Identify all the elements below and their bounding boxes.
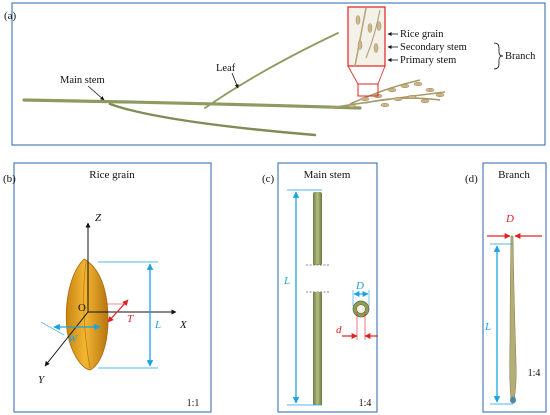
panel-b-frame bbox=[13, 162, 212, 413]
origin-label: O bbox=[78, 302, 86, 314]
leaf-shape bbox=[204, 32, 339, 109]
grain-body bbox=[65, 258, 109, 371]
panel-c-title: Main stem bbox=[304, 169, 351, 181]
rice-grain-image bbox=[65, 258, 109, 371]
grain-length-label: L bbox=[154, 319, 161, 331]
zoom-inset bbox=[347, 6, 386, 67]
panel-a-tag: (a) bbox=[4, 10, 17, 22]
zoom-line-right bbox=[377, 65, 386, 85]
branch-shape bbox=[509, 235, 517, 401]
grain-width-label: W bbox=[68, 333, 78, 345]
main-stem-segment-bottom bbox=[313, 292, 322, 405]
panel-b-tag: (b) bbox=[3, 173, 16, 185]
branch-length-label: L bbox=[484, 321, 491, 333]
x-axis-label: X bbox=[179, 319, 188, 331]
branch-brace bbox=[493, 42, 504, 70]
panel-c-frame bbox=[277, 162, 378, 413]
inner-diameter-label: d bbox=[336, 324, 342, 336]
y-axis bbox=[44, 311, 89, 367]
panel-c-tag: (c) bbox=[262, 173, 275, 185]
rice-grain-label: Rice grain bbox=[400, 29, 444, 40]
main-stem-segment-top bbox=[313, 192, 322, 265]
panel-a: (a) bbox=[4, 2, 546, 146]
branch-diameter-label: D bbox=[505, 213, 514, 225]
grain-width-ext-left bbox=[40, 321, 65, 336]
panel-d: (d) Branch D L 1:4 bbox=[465, 162, 547, 413]
stem-cross-section-inner bbox=[356, 304, 366, 314]
leaf-leader bbox=[231, 72, 239, 89]
primary-stem-label: Primary stem bbox=[400, 55, 456, 66]
rice-plant-image bbox=[22, 32, 446, 137]
panel-d-scale: 1:4 bbox=[528, 368, 541, 379]
panicle-grains bbox=[348, 81, 445, 108]
z-axis-label: Z bbox=[95, 212, 102, 224]
panel-c-scale: 1:4 bbox=[359, 398, 372, 409]
branch-base bbox=[510, 396, 516, 404]
outer-diameter-label: D bbox=[355, 280, 364, 292]
secondary-stem-label: Secondary stem bbox=[400, 42, 467, 53]
panel-d-frame bbox=[482, 162, 547, 413]
branch-label: Branch bbox=[505, 51, 536, 62]
panel-a-frame bbox=[11, 2, 546, 146]
panel-b: (b) Rice grain Z X Y O L W T 1:1 bbox=[3, 162, 212, 413]
y-axis-label: Y bbox=[38, 374, 46, 386]
main-stem-label: Main stem bbox=[60, 75, 105, 86]
stem-length-label: L bbox=[283, 275, 290, 287]
panel-d-title: Branch bbox=[498, 169, 530, 181]
main-stem-leader bbox=[87, 85, 105, 101]
panel-d-tag: (d) bbox=[465, 173, 478, 185]
grain-groove bbox=[83, 261, 91, 369]
leaf-label: Leaf bbox=[216, 63, 236, 74]
zoom-line-left bbox=[347, 65, 359, 85]
panel-b-scale: 1:1 bbox=[187, 398, 200, 409]
zoom-source-box bbox=[357, 83, 379, 97]
grain-thickness-label: T bbox=[127, 313, 134, 325]
grain-thickness-arrow bbox=[107, 299, 129, 323]
panel-c: (c) Main stem L D d 1:4 bbox=[262, 162, 378, 413]
lower-leaf-shape bbox=[108, 102, 317, 137]
main-stem-shape bbox=[22, 98, 362, 110]
panel-b-title: Rice grain bbox=[89, 169, 135, 181]
